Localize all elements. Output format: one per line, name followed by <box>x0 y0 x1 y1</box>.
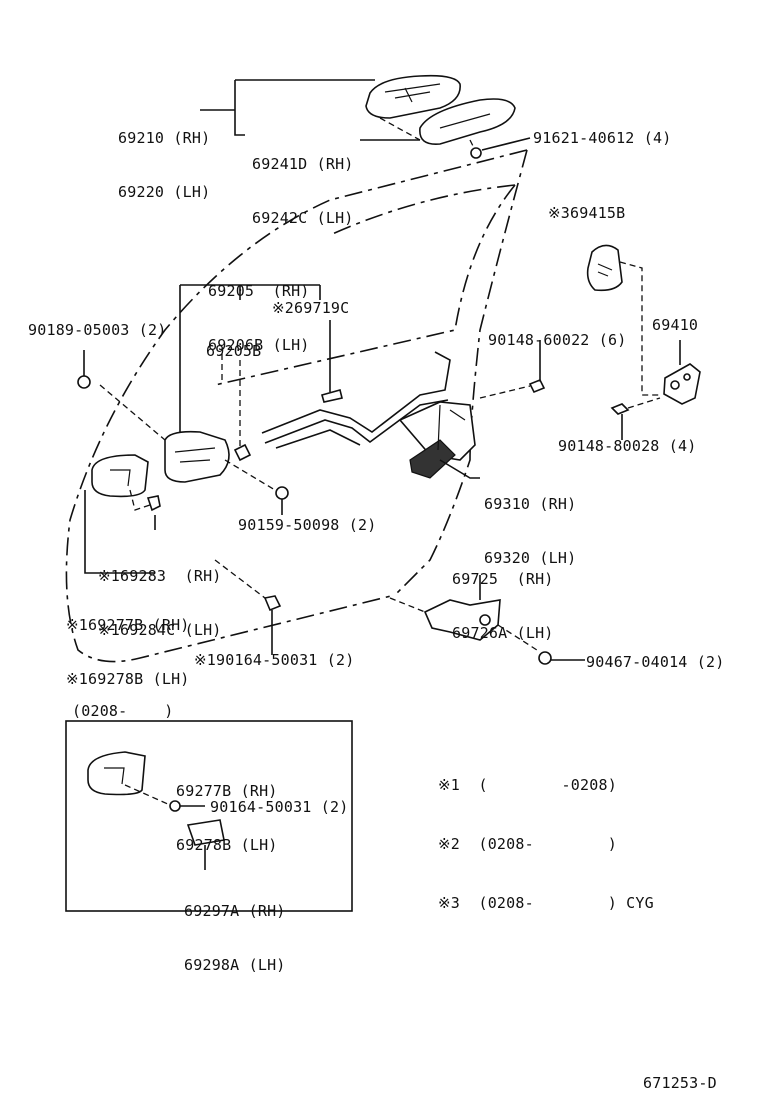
inset-part-number-69298a: 69298A (LH) <box>184 956 286 974</box>
part-number-90164-main: ※190164-50031 (2) <box>194 651 355 669</box>
part-number-69410: 69410 <box>652 316 699 334</box>
part-number-69241d: 69241D (RH) <box>252 155 354 173</box>
label-door-lock: 69310 (RH) 69320 (LH) <box>484 459 576 585</box>
outer-handle-assembly <box>200 74 531 159</box>
part-number-69310: 69310 (RH) <box>484 495 577 513</box>
lower-bracket <box>214 559 585 665</box>
inset-part-number-69277b: 69277B (RH) <box>176 782 278 800</box>
label-inset-pad: 69277B (RH) 69278B (LH) <box>176 746 278 872</box>
footnote-1: ※1 ( -0208) <box>438 776 617 794</box>
inset-part-number-90164: 90164-50031 (2) <box>210 798 349 816</box>
inset-period: (0208- ) <box>72 702 174 720</box>
part-number-69210: 69210 (RH) <box>118 129 211 147</box>
part-number-69277b: ※169277B (RH) <box>66 616 190 634</box>
label-outer-handle: 69210 (RH) 69220 (LH) <box>118 93 210 219</box>
inner-handle-assembly <box>77 284 343 574</box>
part-number-90189: 90189-05003 (2) <box>28 321 167 339</box>
part-number-69242c: 69242C (LH) <box>252 209 354 227</box>
inset-part-number-69297a: 69297A (RH) <box>184 902 286 920</box>
part-number-69726a: 69726A (LH) <box>452 624 554 642</box>
part-number-69205: 69205 (RH) <box>208 282 310 300</box>
label-outer-frame: 69241D (RH) 69242C (LH) <box>252 119 354 245</box>
inset-box <box>65 720 353 912</box>
footnote-2: ※2 (0208- ) <box>438 835 617 853</box>
inset-part-number-69278b: 69278B (LH) <box>176 836 278 854</box>
striker-parts <box>586 244 701 440</box>
part-number-91621: 91621-40612 (4) <box>533 129 672 147</box>
label-inset-cap: 69297A (RH) 69298A (LH) <box>184 866 286 992</box>
lock-assembly <box>261 340 546 479</box>
part-number-69320: 69320 (LH) <box>484 549 577 567</box>
footnotes: ※1 ( -0208) ※2 (0208- ) ※3 (0208- ) CYG <box>438 740 654 930</box>
part-number-69205b: 69205B <box>206 342 262 360</box>
part-number-69415b: ※369415B <box>548 204 626 222</box>
part-number-69284c: ※169284C (LH) <box>98 621 222 639</box>
part-number-69278b: ※169278B (LH) <box>66 670 190 688</box>
part-number-90159: 90159-50098 (2) <box>238 516 377 534</box>
part-number-90467: 90467-04014 (2) <box>586 653 725 671</box>
part-number-69283: ※169283 (RH) <box>98 567 222 585</box>
footnote-3: ※3 (0208- ) CYG <box>438 894 654 912</box>
part-number-69206b: 69206B (LH) <box>208 336 310 354</box>
label-pad: ※169277B (RH) ※169278B (LH) <box>66 580 190 706</box>
label-bezel: ※169283 (RH) ※169284C (LH) <box>98 531 222 657</box>
label-inner-handle: 69205 (RH) 69206B (LH) <box>208 246 310 372</box>
label-lower-bracket: 69725 (RH) 69726A (LH) <box>452 534 554 660</box>
part-number-69220: 69220 (LH) <box>118 183 211 201</box>
part-number-90148-80028: 90148-80028 (4) <box>558 437 697 455</box>
diagram-code: 671253-D <box>643 1074 717 1092</box>
part-number-69719c: ※269719C <box>272 299 350 317</box>
part-number-90148-60022: 90148-60022 (6) <box>488 331 627 349</box>
part-number-69725: 69725 (RH) <box>452 570 554 588</box>
